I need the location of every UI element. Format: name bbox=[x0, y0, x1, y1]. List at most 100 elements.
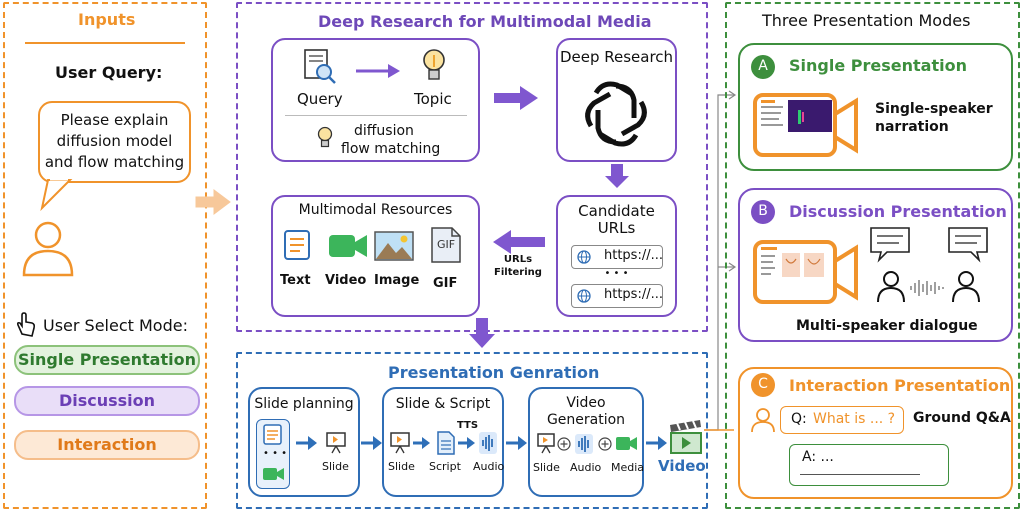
deep-research-title: Deep Research for Multimodal Media bbox=[318, 12, 652, 31]
video-camera-icon bbox=[329, 235, 367, 257]
letter-c: C bbox=[758, 376, 768, 392]
sound-wave-icon bbox=[910, 280, 944, 296]
ss-slide-icon bbox=[390, 432, 410, 454]
topic-divider bbox=[285, 115, 467, 116]
query-label: Query bbox=[297, 90, 343, 108]
query-line-1: Please explain bbox=[60, 111, 169, 129]
questioner-icon bbox=[751, 408, 775, 433]
openai-logo-icon bbox=[585, 81, 647, 147]
inputs-divider bbox=[25, 42, 185, 44]
planning-video-icon bbox=[263, 468, 284, 480]
planning-slide-label: Slide bbox=[322, 460, 349, 473]
ss-arrow-1 bbox=[413, 437, 430, 449]
single-desc-1: Single-speaker bbox=[875, 101, 993, 117]
image-icon bbox=[374, 231, 414, 261]
ss-label-audio: Audio bbox=[473, 460, 505, 473]
lightbulb-icon bbox=[423, 49, 445, 80]
question-prefix: Q: bbox=[791, 411, 807, 427]
interaction-title: Interaction Presentation bbox=[789, 376, 1011, 395]
urls-filtering-arrow bbox=[493, 230, 545, 254]
planning-dots: • • • bbox=[263, 448, 288, 459]
deep-research-panel bbox=[236, 2, 708, 332]
topic-line-2: flow matching bbox=[341, 141, 441, 157]
globe-icon bbox=[577, 289, 591, 303]
planning-to-script-arrow bbox=[361, 436, 382, 450]
slide-icon bbox=[326, 432, 346, 454]
plus-icon bbox=[598, 437, 612, 451]
multimodal-title: Multimodal Resources bbox=[298, 202, 453, 218]
vg-label-media: Media bbox=[611, 461, 645, 474]
speech-bubble-icon bbox=[948, 227, 988, 263]
discussion-video-camera-icon bbox=[753, 240, 858, 304]
inputs-title: Inputs bbox=[78, 10, 136, 29]
script-to-video-arrow bbox=[506, 436, 527, 450]
topic-label: Topic bbox=[414, 90, 452, 108]
vg-audio-icon bbox=[575, 434, 593, 454]
select-mode-label: User Select Mode: bbox=[43, 316, 188, 335]
resource-label-gif: GIF bbox=[433, 276, 458, 291]
urls-filtering-label-1: URLs bbox=[503, 254, 533, 265]
letter-b-badge bbox=[751, 200, 775, 224]
resource-label-text: Text bbox=[280, 273, 311, 288]
planning-to-slide-arrow bbox=[296, 436, 317, 450]
research-to-generation-arrow bbox=[469, 318, 495, 348]
speaker-person-icon bbox=[877, 271, 905, 303]
gif-file-icon bbox=[431, 227, 461, 263]
vg-media-icon bbox=[616, 437, 637, 450]
single-desc-2: narration bbox=[875, 119, 949, 135]
presentation-modes-title: Three Presentation Modes bbox=[762, 11, 971, 30]
bubble-tail bbox=[40, 177, 73, 212]
planning-doc-icon bbox=[263, 424, 282, 445]
text-document-icon bbox=[284, 230, 310, 260]
clapperboard-icon bbox=[670, 420, 702, 454]
video-generation-title-2: Generation bbox=[546, 412, 626, 428]
user-icon bbox=[22, 221, 74, 277]
topic-line-1: diffusion bbox=[354, 123, 414, 139]
question-bubble bbox=[780, 406, 904, 434]
letter-b: B bbox=[758, 203, 768, 219]
url-text-1: https://... bbox=[604, 248, 663, 263]
resource-label-video: Video bbox=[325, 273, 367, 288]
research-to-urls-arrow bbox=[605, 164, 629, 188]
url-text-2: https://... bbox=[604, 287, 663, 302]
mode-interaction-pill[interactable]: Interaction bbox=[14, 430, 200, 460]
speech-bubble-icon bbox=[870, 227, 910, 263]
ground-qa-label: Ground Q&A bbox=[913, 410, 1011, 426]
topic-bulb-icon bbox=[317, 126, 333, 148]
question-text: What is ... ? bbox=[813, 411, 896, 427]
letter-a-badge bbox=[751, 55, 775, 79]
query-line-3: and flow matching bbox=[44, 153, 185, 171]
video-output-label: Video bbox=[658, 457, 706, 475]
letter-a: A bbox=[758, 58, 768, 74]
answer-box[interactable] bbox=[789, 444, 949, 486]
url-dots: • • • bbox=[604, 268, 629, 279]
query-topic-box bbox=[271, 38, 480, 162]
slide-script-title: Slide & Script bbox=[395, 396, 491, 412]
deep-research-label: Deep Research bbox=[559, 48, 674, 66]
discussion-desc: Multi-speaker dialogue bbox=[796, 318, 978, 334]
document-search-icon bbox=[304, 49, 336, 84]
single-video-camera-icon bbox=[753, 93, 858, 157]
generation-to-video-arrow bbox=[646, 436, 667, 450]
ss-arrow-2 bbox=[458, 437, 475, 449]
mode-discussion-pill[interactable]: Discussion bbox=[14, 386, 200, 416]
topic-to-research-arrow bbox=[494, 86, 538, 110]
user-query-label: User Query: bbox=[55, 63, 163, 82]
query-to-topic-arrow bbox=[356, 64, 400, 78]
ss-label-script: Script bbox=[429, 460, 461, 473]
candidate-label-2: URLs bbox=[597, 219, 636, 237]
urls-filtering-label-2: Filtering bbox=[494, 267, 542, 278]
vg-label-slide: Slide bbox=[533, 461, 560, 474]
mode-single-pill[interactable]: Single Presentation bbox=[14, 345, 200, 375]
listener-person-icon bbox=[952, 271, 980, 303]
query-line-2: diffusion model bbox=[56, 132, 173, 150]
vg-label-audio: Audio bbox=[570, 461, 602, 474]
ss-label-slide: Slide bbox=[388, 460, 415, 473]
video-generation-title-1: Video bbox=[566, 395, 606, 411]
audio-wave-icon bbox=[479, 432, 497, 454]
plus-icon bbox=[557, 437, 571, 451]
query-bubble bbox=[38, 101, 191, 183]
answer-text: A: ... bbox=[802, 449, 834, 465]
vg-slide-icon bbox=[537, 433, 555, 454]
presentation-generation-title: Presentation Genration bbox=[388, 363, 600, 382]
